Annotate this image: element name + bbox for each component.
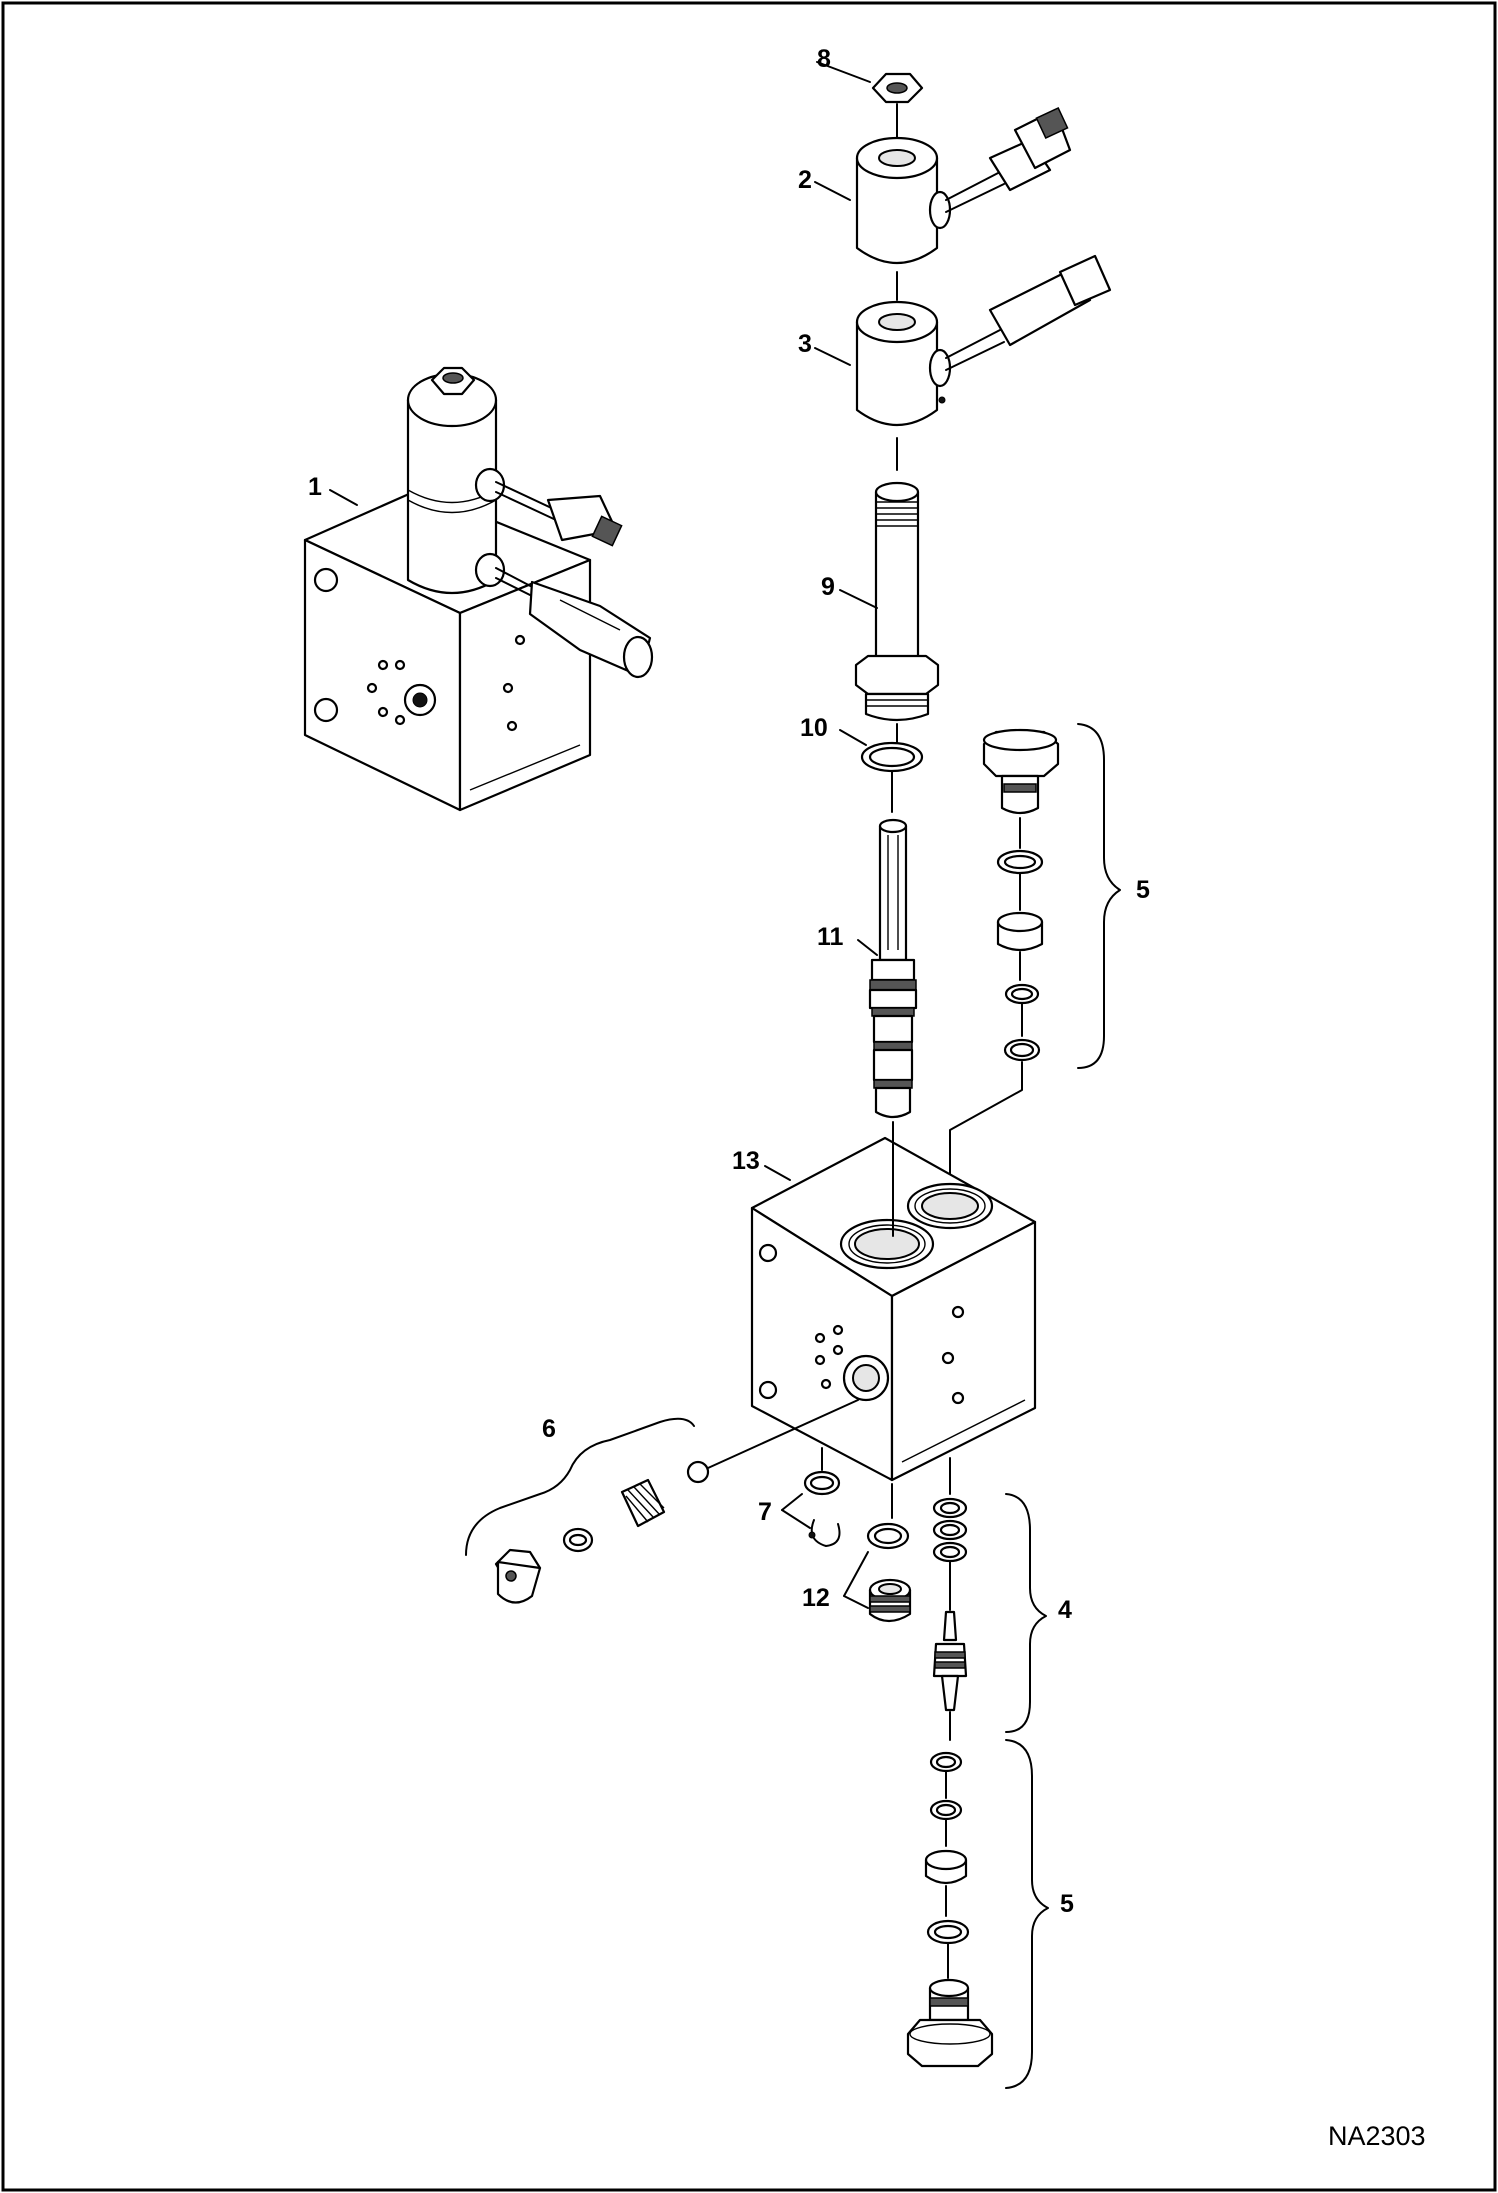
relief-cartridge-lower-part-5: [906, 1751, 994, 2068]
callout-1: 1: [308, 473, 322, 501]
callout-12: 12: [802, 1584, 830, 1612]
brace-upper-5: [1077, 723, 1121, 1069]
callout-11: 11: [817, 923, 844, 951]
callout-8: 8: [817, 45, 831, 73]
ring-and-plug-part-12: [866, 1483, 912, 1623]
coil-part-3: [855, 254, 1112, 471]
brace-6: [465, 1417, 695, 1556]
callout-6: 6: [542, 1415, 556, 1443]
callout-10: 10: [800, 714, 828, 742]
relief-cartridge-upper-part-5: [949, 728, 1060, 1201]
o-ring-part-10: [860, 741, 924, 813]
assembled-valve-part-1: [303, 366, 654, 812]
spool-part-11: [868, 818, 918, 1231]
nut-part-8: [871, 72, 924, 139]
brace-4: [1005, 1493, 1047, 1733]
callout-4: 4: [1058, 1596, 1072, 1624]
needle-valve-part-4: [932, 1457, 968, 1741]
figure-id: NA2303: [1328, 2121, 1426, 2151]
check-assembly-part-6: [494, 1399, 859, 1604]
callout-13: 13: [732, 1147, 760, 1175]
ring-and-clip-part-7: [803, 1447, 841, 1547]
callout-5-lower: 5: [1060, 1890, 1074, 1918]
callout-3: 3: [798, 330, 812, 358]
brace-lower-5: [1005, 1739, 1049, 2089]
coil-part-2: [855, 106, 1072, 301]
tube-part-9: [854, 481, 940, 743]
callout-7: 7: [758, 1498, 772, 1526]
callout-2: 2: [798, 166, 812, 194]
callout-9: 9: [821, 573, 835, 601]
callout-5-upper: 5: [1136, 876, 1150, 904]
valve-block-part-13: [750, 1136, 1037, 1482]
leader-lines: [329, 61, 878, 1609]
